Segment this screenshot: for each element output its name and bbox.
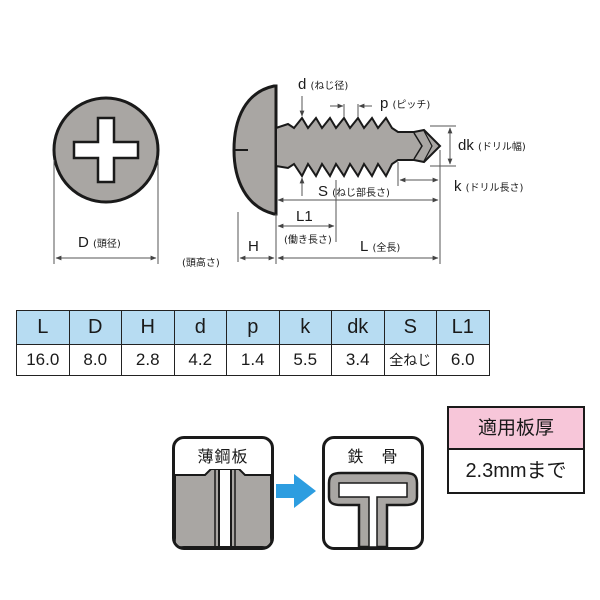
label-D-symbol: D — [78, 234, 89, 251]
spec-table-header-row: L D H d p k dk S L1 — [16, 310, 490, 345]
label-L1-desc: (働き長さ) — [284, 235, 332, 246]
label-L1-symbol-wrap: L1 — [296, 208, 313, 225]
label-S-symbol: S — [318, 183, 329, 200]
spec-table: L D H d p k dk S L1 16.0 8.0 2.8 4.2 1.4… — [16, 310, 490, 376]
label-H-symbol: H — [248, 238, 259, 255]
label-H-symbol-wrap: H — [248, 238, 259, 255]
label-k-desc: (ドリル長さ) — [465, 183, 524, 194]
applicable-thickness-header: 適用板厚 — [447, 406, 585, 450]
label-dk: dk (ドリル幅) — [458, 137, 526, 155]
arrow-right-icon — [276, 474, 316, 508]
label-D-desc: (頭径) — [92, 239, 121, 250]
thin-steel-panel: 薄鋼板 — [172, 436, 274, 550]
phillips-cross-icon — [72, 116, 140, 184]
label-L-symbol: L — [360, 238, 369, 255]
label-dk-desc: (ドリル幅) — [477, 142, 526, 153]
label-p-desc: (ピッチ) — [392, 100, 431, 111]
spec-header-cell: H — [121, 310, 175, 345]
label-H-desc-wrap: (頭高さ) — [182, 256, 220, 271]
steel-frame-label: 鉄 骨 — [347, 447, 399, 466]
label-d-desc: (ねじ径) — [310, 81, 349, 92]
spec-header-cell: k — [278, 310, 332, 345]
label-dk-symbol: dk — [458, 137, 474, 154]
steel-frame-icon — [327, 471, 419, 547]
label-D: D (頭径) — [78, 234, 121, 252]
screw-side-view — [232, 84, 456, 264]
spec-value-cell: 全ねじ — [383, 344, 437, 376]
thin-steel-label: 薄鋼板 — [197, 447, 249, 466]
spec-header-cell: L1 — [436, 310, 490, 345]
spec-header-cell: D — [68, 310, 122, 345]
steel-frame-panel: 鉄 骨 — [322, 436, 424, 550]
spec-value-cell: 16.0 — [16, 344, 70, 376]
spec-header-cell: S — [383, 310, 437, 345]
label-H-desc: (頭高さ) — [182, 258, 220, 269]
label-p: p (ピッチ) — [380, 95, 431, 113]
spec-table-value-row: 16.0 8.0 2.8 4.2 1.4 5.5 3.4 全ねじ 6.0 — [16, 344, 490, 376]
label-L-desc: (全長) — [372, 243, 401, 254]
label-S: S (ねじ部長さ) — [318, 183, 390, 201]
label-L: L (全長) — [360, 238, 401, 256]
thin-steel-sheet-icon — [175, 469, 271, 547]
label-L1-desc-wrap: (働き長さ) — [284, 233, 332, 248]
spec-header-cell: dk — [331, 310, 385, 345]
spec-header-cell: p — [226, 310, 280, 345]
label-S-desc: (ねじ部長さ) — [332, 188, 390, 199]
spec-value-cell: 2.8 — [121, 344, 175, 376]
label-d-symbol: d — [298, 76, 307, 93]
applicable-thickness-value: 2.3mmまで — [447, 448, 585, 494]
spec-value-cell: 8.0 — [68, 344, 122, 376]
spec-value-cell: 6.0 — [436, 344, 490, 376]
spec-value-cell: 5.5 — [278, 344, 332, 376]
label-p-symbol: p — [380, 95, 389, 112]
screw-head-top-view — [52, 96, 160, 264]
spec-value-cell: 3.4 — [331, 344, 385, 376]
spec-header-cell: L — [16, 310, 70, 345]
label-k: k (ドリル長さ) — [454, 178, 524, 196]
spec-value-cell: 1.4 — [226, 344, 280, 376]
label-L1-symbol: L1 — [296, 208, 313, 225]
label-k-symbol: k — [454, 178, 462, 195]
screw-drawing — [52, 84, 456, 264]
spec-header-cell: d — [173, 310, 227, 345]
label-d: d (ねじ径) — [298, 76, 349, 94]
spec-value-cell: 4.2 — [173, 344, 227, 376]
